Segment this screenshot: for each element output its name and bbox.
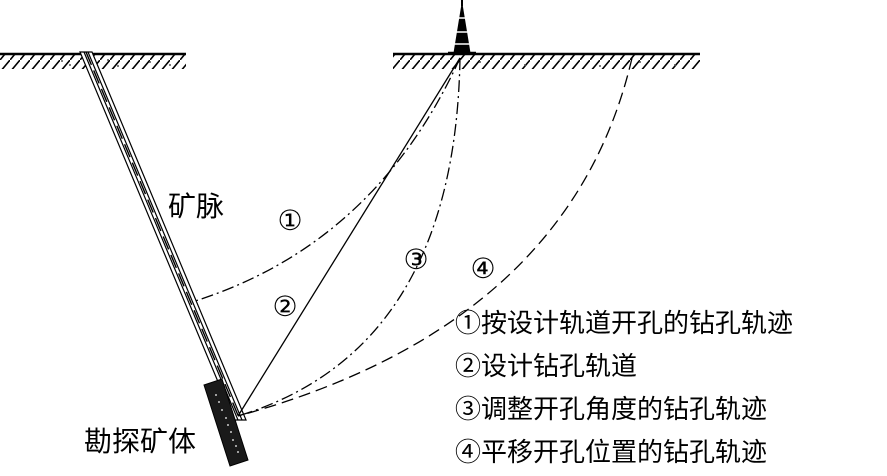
trajectory-1 [191, 57, 461, 303]
marker-4: ④ [470, 252, 495, 285]
legend-item-2: ②设计钻孔轨道 [455, 352, 638, 382]
target-ore-body [203, 378, 249, 467]
trajectory-2 [237, 57, 461, 417]
legend-item-4: ④平移开孔位置的钻孔轨迹 [455, 438, 768, 468]
legend-item-3: ③调整开孔角度的钻孔轨迹 [455, 395, 768, 425]
target-ore-body-label: 勘探矿体 [84, 425, 197, 458]
ore-vein [79, 51, 247, 421]
ore-vein-label: 矿脉 [168, 190, 225, 223]
legend-item-1: ①按设计轨道开孔的钻孔轨迹 [455, 309, 794, 339]
ground-surface-right [393, 52, 700, 69]
drill-rig-icon [448, 0, 476, 55]
marker-2: ② [272, 290, 297, 323]
trajectory-3 [237, 57, 461, 417]
trajectory-4 [237, 57, 633, 417]
marker-1: ① [277, 204, 302, 237]
marker-3: ③ [403, 243, 428, 276]
